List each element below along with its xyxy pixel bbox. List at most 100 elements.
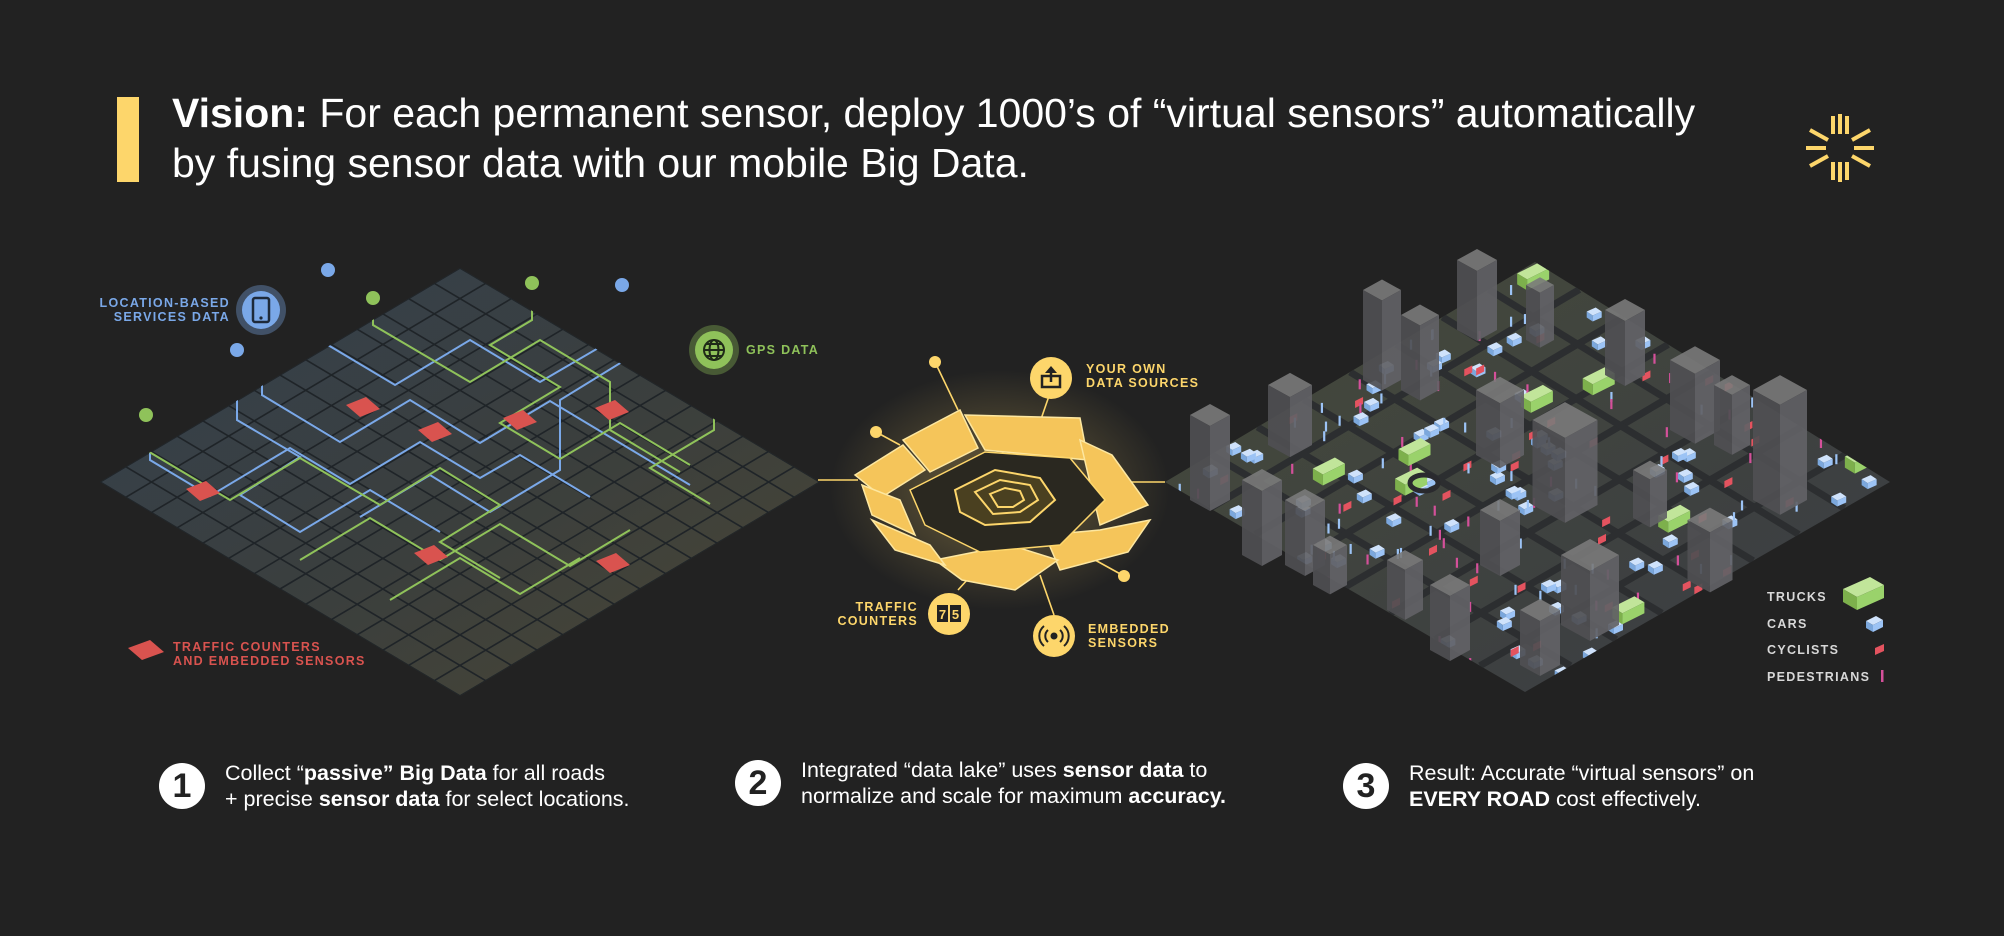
- grid-line: [433, 282, 795, 498]
- pedestrian-marker: [1366, 554, 1369, 565]
- step-1-text-c: for all roads: [486, 761, 605, 785]
- sensor-marker: [414, 545, 448, 565]
- car-marker: [1518, 501, 1534, 516]
- car-marker: [1369, 544, 1385, 559]
- grid-line: [382, 435, 744, 651]
- legend-label-cyclists: CYCLISTS: [1767, 643, 1839, 657]
- own-sources-label-2: DATA SOURCES: [1086, 376, 1199, 390]
- car-marker: [1586, 307, 1602, 322]
- lake-pin: [1118, 570, 1130, 582]
- pedestrian-marker: [1751, 397, 1754, 408]
- title-accent-bar: [117, 97, 139, 182]
- lake-core: [953, 468, 1057, 527]
- sensor-marker: [596, 553, 630, 573]
- step-2: 2 Integrated “data lake” uses sensor dat…: [735, 757, 1226, 809]
- building-block: [1480, 499, 1520, 576]
- sensor-marker: [186, 481, 220, 501]
- car-marker: [1684, 481, 1700, 496]
- own-sources-node: [1030, 357, 1072, 399]
- pedestrian-marker: [1464, 422, 1467, 433]
- pin-markers: [139, 263, 629, 422]
- pedestrian-marker: [1653, 353, 1656, 364]
- pedestrian-marker: [1519, 538, 1522, 549]
- car-marker: [1506, 332, 1522, 347]
- cyclist-marker: [1393, 494, 1402, 506]
- legend-label-trucks: TRUCKS: [1767, 590, 1827, 604]
- building-block: [1520, 599, 1560, 676]
- building-block: [1242, 469, 1282, 566]
- car-marker: [1356, 489, 1372, 504]
- step-3: 3 Result: Accurate “virtual sensors” on …: [1343, 760, 1754, 812]
- pedestrian-marker: [1740, 500, 1744, 511]
- pedestrian-marker: [1178, 483, 1181, 494]
- pedestrian-marker: [1429, 525, 1432, 536]
- pin-green: [525, 276, 539, 290]
- car-marker: [1364, 397, 1380, 412]
- car-marker: [1496, 617, 1512, 632]
- data-paths: [145, 270, 741, 601]
- pin-blue: [321, 263, 335, 277]
- pedestrian-marker: [1338, 415, 1341, 426]
- pedestrian-marker: [1660, 456, 1663, 467]
- step-1-text-f: for select locations.: [439, 787, 630, 811]
- step-1-text-e: sensor data: [318, 787, 440, 811]
- globe-icon: [703, 339, 725, 361]
- step-1-text-d: + precise: [225, 787, 319, 811]
- sunburst-logo-icon: [1806, 114, 1874, 182]
- building-block: [1190, 404, 1230, 511]
- counter-icon: 7 5: [937, 605, 961, 622]
- pedestrian-marker: [1819, 438, 1823, 449]
- car-marker: [1861, 475, 1877, 490]
- pedestrian-marker: [1349, 543, 1352, 554]
- location-label-line-1: LOCATION-BASED: [100, 296, 230, 310]
- step-1-number: 1: [159, 763, 205, 809]
- pedestrian-marker: [1749, 453, 1752, 464]
- car-marker: [1505, 485, 1521, 500]
- pedestrian-marker: [1636, 592, 1640, 603]
- pedestrian-marker: [1665, 427, 1668, 438]
- pedestrian-marker: [1359, 403, 1362, 414]
- gps-node: [689, 325, 739, 375]
- cyclist-marker: [1464, 365, 1473, 377]
- building-block: [1526, 277, 1554, 348]
- cyclist-marker: [1517, 582, 1526, 594]
- step-3-text: Result: Accurate “virtual sensors” on EV…: [1409, 760, 1754, 812]
- building-block: [1687, 507, 1733, 593]
- embedded-label-2: SENSORS: [1088, 636, 1158, 650]
- pedestrian-marker: [1467, 516, 1470, 527]
- pin-green: [139, 408, 153, 422]
- pedestrian-marker: [1469, 601, 1472, 612]
- cyclist-marker: [1355, 396, 1364, 408]
- data-lake-panel: YOUR OWN DATA SOURCES 7 5 TRAFFIC COUNTE…: [830, 356, 1199, 657]
- title-line-1: For each permanent sensor, deploy 1000’s…: [319, 90, 1696, 136]
- pedestrian-marker: [1338, 503, 1341, 514]
- step-2-text-a: Integrated “data lake” uses: [801, 758, 1063, 782]
- pedestrian-marker: [1396, 548, 1399, 559]
- legend-truck-icon: [1843, 577, 1884, 610]
- car-marker: [1424, 424, 1440, 439]
- pedestrian-marker: [1381, 458, 1384, 469]
- embedded-sensors-node: [1033, 615, 1075, 657]
- pedestrian-marker: [1442, 538, 1445, 549]
- car-marker: [1489, 471, 1505, 486]
- car-marker: [1591, 336, 1607, 351]
- page-title: Vision: For each permanent sensor, deplo…: [172, 88, 1732, 188]
- step-2-text-c: to: [1183, 758, 1208, 782]
- data-grid-panel: LOCATION-BASED SERVICES DATA GPS DATA TR…: [100, 263, 820, 696]
- pedestrian-marker: [1795, 501, 1798, 512]
- cyclist-marker: [1469, 575, 1478, 587]
- roundabout: [1407, 472, 1441, 494]
- legend-label-cars: CARS: [1767, 617, 1808, 631]
- legend-pedestrian-icon: [1881, 670, 1884, 682]
- pedestrian-marker: [1467, 463, 1470, 474]
- pedestrian-marker: [1514, 584, 1517, 595]
- title-lead: Vision:: [172, 90, 308, 136]
- grid-line: [331, 343, 692, 560]
- car-marker: [1487, 342, 1503, 357]
- location-label-line-2: SERVICES DATA: [114, 310, 230, 324]
- step-1-text-a: Collect “: [225, 761, 304, 785]
- truck-marker: [1312, 457, 1345, 486]
- upload-icon: [1040, 366, 1062, 389]
- pedestrian-marker: [1324, 421, 1328, 432]
- car-marker: [1831, 492, 1847, 507]
